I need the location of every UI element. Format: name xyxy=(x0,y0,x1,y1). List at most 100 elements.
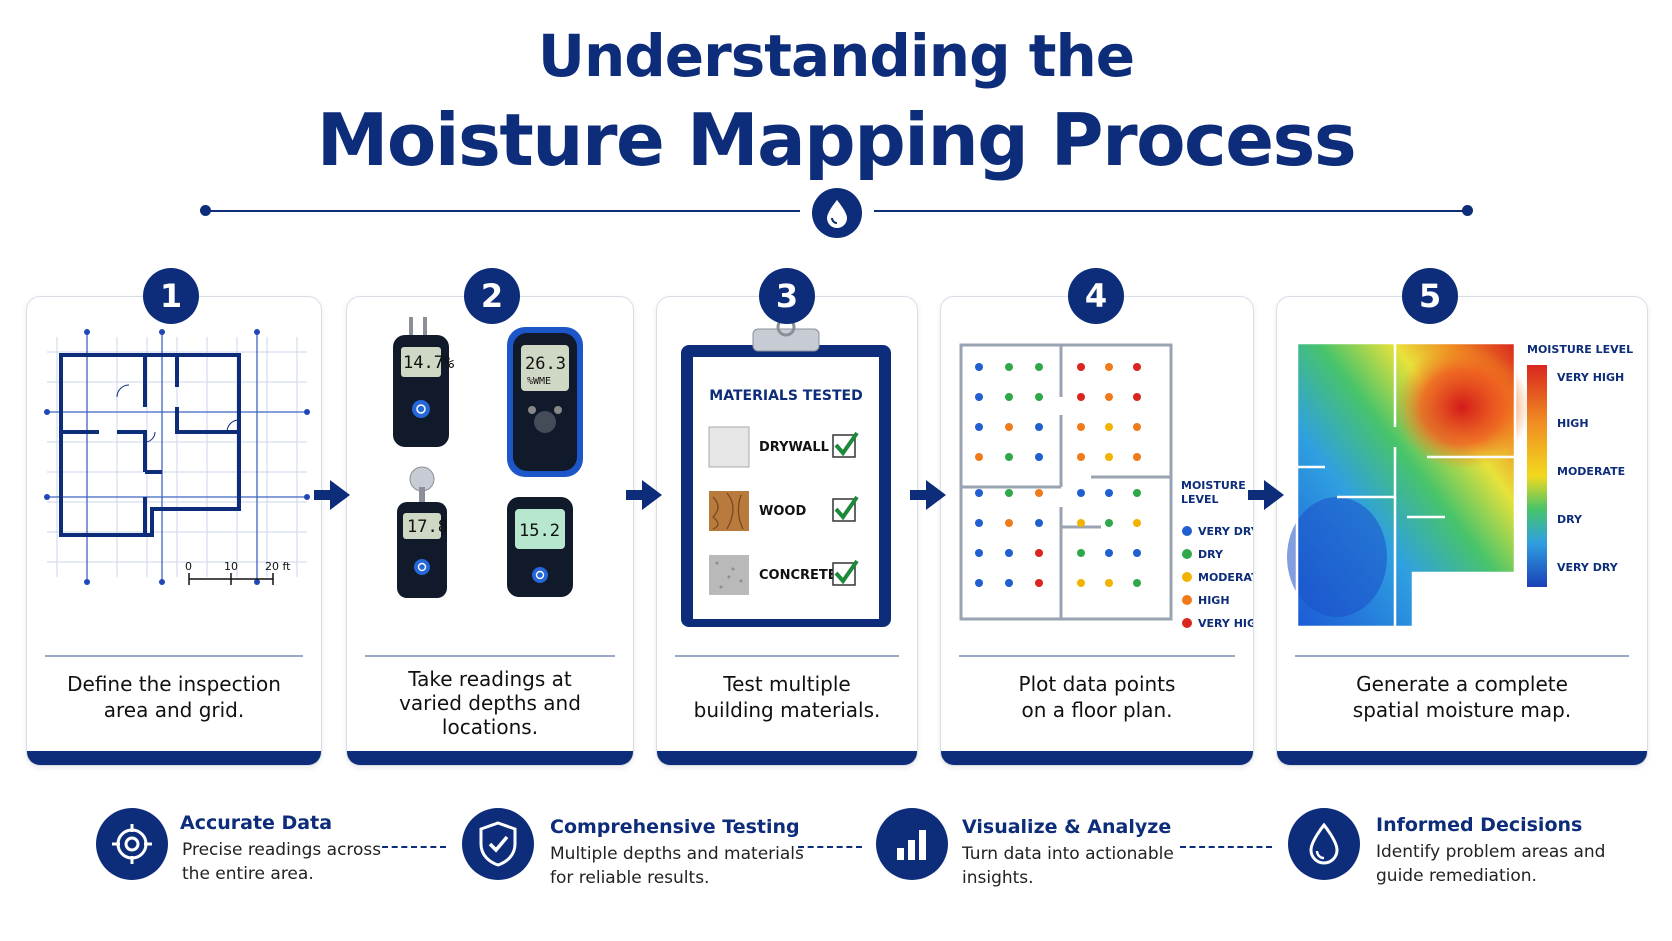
reading-dot xyxy=(1105,519,1113,527)
pinless-meter-icon: 26.3 %WME xyxy=(507,327,583,477)
reading-dot xyxy=(975,363,983,371)
reading-dot xyxy=(1133,579,1141,587)
feature-title-informed: Informed Decisions xyxy=(1376,814,1583,836)
scale-label-20: 20 ft xyxy=(265,560,291,573)
card-divider xyxy=(1295,655,1629,657)
scale-title: MOISTURE LEVEL xyxy=(1527,343,1633,356)
card-bottom-bar xyxy=(941,751,1253,765)
reading-dot xyxy=(1077,549,1085,557)
reading-dot xyxy=(1035,579,1043,587)
reading-dot xyxy=(1105,363,1113,371)
card-divider xyxy=(365,655,615,657)
reading-dot xyxy=(1105,453,1113,461)
legend-high: HIGH xyxy=(1198,594,1230,607)
step-card-5: MOISTURE LEVEL VERY HIGH HIGH MODERATE D… xyxy=(1276,296,1648,766)
feature-connector xyxy=(1180,846,1272,848)
reading-dot xyxy=(1035,453,1043,461)
card-bottom-bar xyxy=(657,751,917,765)
compact-meter-icon: 15.2 xyxy=(507,497,573,597)
legend-dry: DRY xyxy=(1198,548,1224,561)
reading-dot xyxy=(975,579,983,587)
clipboard-title: MATERIALS TESTED xyxy=(709,388,862,404)
drywall-swatch xyxy=(708,426,750,468)
reading-dot xyxy=(1133,519,1141,527)
water-drop-icon xyxy=(1288,808,1360,880)
meter-reading-4: 15.2 xyxy=(519,521,560,541)
step-3-text: Test multiple building materials. xyxy=(693,672,881,722)
step-number-5: 5 xyxy=(1402,268,1458,324)
reading-dot xyxy=(975,393,983,401)
feature-title-accurate: Accurate Data xyxy=(180,812,333,834)
reading-dot xyxy=(975,519,983,527)
reading-dot xyxy=(1105,423,1113,431)
legend-very-high: VERY HIGH xyxy=(1198,617,1254,630)
reading-dot xyxy=(1105,489,1113,497)
reading-dot xyxy=(1035,489,1043,497)
arrow-right-icon xyxy=(626,480,662,510)
grid-floorplan-illustration: 0 10 20 ft xyxy=(44,329,310,585)
feature-title-comprehensive: Comprehensive Testing xyxy=(550,816,800,838)
divider-line-right xyxy=(874,210,1468,212)
plotted-floorplan-illustration: MOISTURE LEVEL VERY DRY DRY MODERATE HIG… xyxy=(959,343,1254,630)
reading-dot xyxy=(1105,549,1113,557)
reading-dot xyxy=(1133,393,1141,401)
scale-label-10: 10 xyxy=(224,560,238,573)
reading-dot xyxy=(1077,423,1085,431)
reading-dot xyxy=(1035,519,1043,527)
feature-connector xyxy=(382,846,446,848)
legend-title-line2: LEVEL xyxy=(1181,493,1219,506)
arrow-right-icon xyxy=(1248,480,1284,510)
legend-title-line1: MOISTURE xyxy=(1181,479,1246,492)
reading-dot xyxy=(1005,549,1013,557)
check-icon xyxy=(834,495,859,521)
reading-dot xyxy=(1077,579,1085,587)
reading-dot xyxy=(1077,519,1085,527)
material-drywall: DRYWALL xyxy=(759,440,829,455)
meter-reading-2: 26.3 xyxy=(525,354,566,374)
step-2-text: Take readings at varied depths and locat… xyxy=(399,667,581,739)
step-card-2: 14.7% 26.3 %WME 17.8 15.2 T xyxy=(346,296,634,766)
step-card-3: MATERIALS TESTED DRYWALL WOOD CONCRETE T… xyxy=(656,296,918,766)
reading-dot xyxy=(1077,489,1085,497)
reading-dot xyxy=(1035,393,1043,401)
reading-dot xyxy=(1005,489,1013,497)
scale-very-dry: VERY DRY xyxy=(1557,561,1619,574)
scale-very-high: VERY HIGH xyxy=(1557,371,1624,384)
scale-dry: DRY xyxy=(1557,513,1583,526)
card-divider xyxy=(675,655,899,657)
reading-dot xyxy=(1005,363,1013,371)
reading-dot xyxy=(975,489,983,497)
reading-dot xyxy=(975,423,983,431)
reading-dot xyxy=(975,549,983,557)
step-number-4: 4 xyxy=(1068,268,1124,324)
shield-check-icon xyxy=(462,808,534,880)
pin-meter-icon: 14.7% xyxy=(393,317,454,447)
reading-dot xyxy=(1133,549,1141,557)
card-divider xyxy=(959,655,1235,657)
heatmap-illustration: MOISTURE LEVEL VERY HIGH HIGH MODERATE D… xyxy=(1287,341,1633,629)
reading-dot xyxy=(1133,489,1141,497)
check-icon xyxy=(834,559,859,585)
reading-dot xyxy=(1035,549,1043,557)
page-title-line1: Understanding the xyxy=(537,22,1135,90)
card-bottom-bar xyxy=(1277,751,1647,765)
step-card-4: MOISTURE LEVEL VERY DRY DRY MODERATE HIG… xyxy=(940,296,1254,766)
meter-reading-3: 17.8 xyxy=(407,517,448,537)
step-card-1: 0 10 20 ft Define the inspection area an… xyxy=(26,296,322,766)
water-drop-icon xyxy=(812,188,862,238)
card-divider xyxy=(45,655,303,657)
reading-dot xyxy=(1077,453,1085,461)
reading-dot xyxy=(1133,423,1141,431)
legend-moderate: MODERATE xyxy=(1198,571,1254,584)
step-number-1: 1 xyxy=(143,268,199,324)
material-concrete: CONCRETE xyxy=(759,568,837,583)
ball-probe-meter-icon: 17.8 xyxy=(397,466,448,598)
scale-moderate: MODERATE xyxy=(1557,465,1625,478)
clipboard-illustration: MATERIALS TESTED DRYWALL WOOD CONCRETE xyxy=(681,317,891,627)
reading-dot xyxy=(1005,579,1013,587)
feature-title-visualize: Visualize & Analyze xyxy=(962,816,1172,838)
